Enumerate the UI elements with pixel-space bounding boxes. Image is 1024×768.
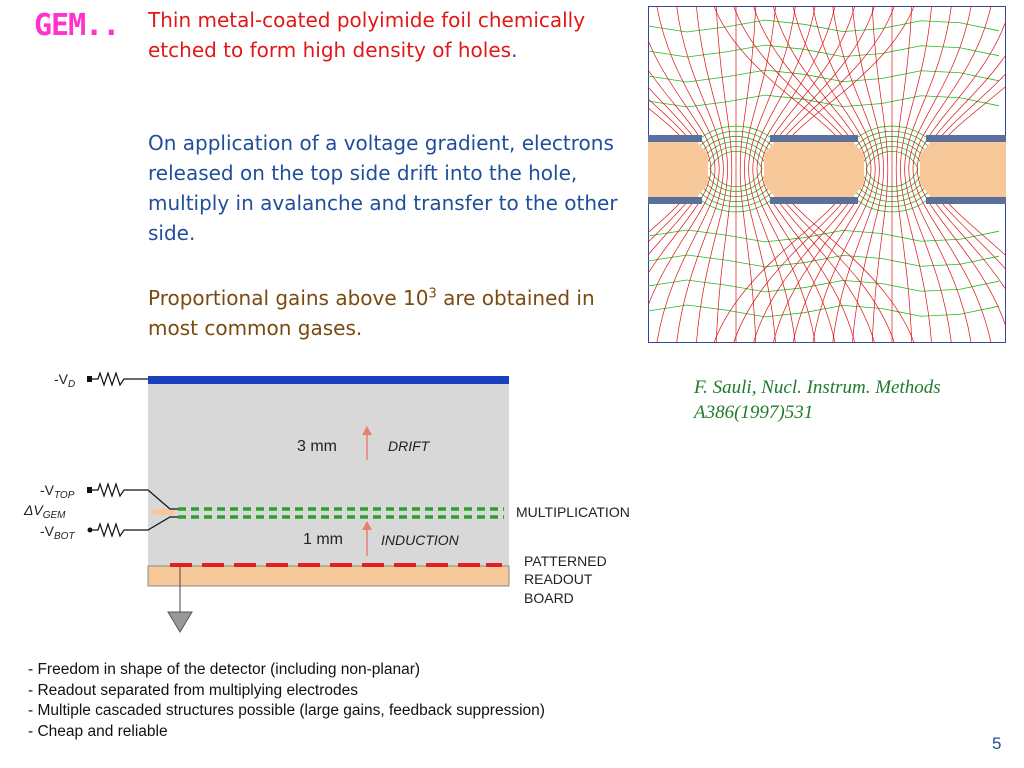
paragraph-foil-period: . [511,38,518,62]
multiplication-label: MULTIPLICATION [516,504,630,520]
feature-list: - Freedom in shape of the detector (incl… [28,660,545,742]
list-item: - Readout separated from multiplying ele… [28,681,358,699]
citation-line-2: A386(1997)531 [694,402,814,423]
readout-board [147,565,510,587]
list-item: - Multiple cascaded structures possible … [28,702,545,719]
induction-arrow-icon [362,521,372,556]
vd-label: -VD [54,371,75,390]
drift-electrode [148,376,509,384]
vbot-label: -VBOT [40,523,75,542]
gains-text-b: are obtained in most common gases. [148,286,595,340]
vtop-label: -VTOP [40,482,75,501]
ground-icon [167,567,193,633]
dvgem-label: ΔVGEM [23,502,66,521]
paragraph-gains: Proportional gains above 103 are obtaine… [148,283,628,343]
list-item: - Freedom in shape of the detector (incl… [28,661,421,678]
gains-exponent: 3 [428,286,437,302]
induction-gap-label: 1 mm [303,531,343,548]
paragraph-voltage: On application of a voltage gradient, el… [148,131,618,245]
paragraph-foil: Thin metal-coated polyimide foil chemica… [148,5,628,65]
drift-label: DRIFT [388,438,431,454]
gains-text-a: Proportional gains above 10 [148,286,429,310]
vd-resistor [92,371,148,387]
gas-volume [148,380,509,567]
readout-label-2: READOUT [524,571,593,587]
drift-gap-label: 3 mm [297,438,337,455]
slide-title: GEM.. [34,8,120,43]
citation: F. Sauli, Nucl. Instrum. Methods A386(19… [694,375,941,425]
citation-line-1: F. Sauli, Nucl. Instrum. Methods [694,377,941,398]
readout-strips [170,563,502,567]
readout-label-3: BOARD [524,590,574,606]
drift-arrow-icon [362,426,372,460]
gem-detector-schematic: -VD -VTOP ΔVGEM -VBOT 3 mm DRIFT 1 mm IN… [23,371,630,633]
readout-label-1: PATTERNED [524,553,607,569]
paragraph-foil-text: Thin metal-coated polyimide foil chemica… [148,8,586,62]
induction-label: INDUCTION [381,532,460,548]
field-simulation-image [648,6,1006,343]
page-number: 5 [992,734,1002,753]
vtop-resistor [92,482,178,510]
vbot-resistor [92,516,178,538]
list-item: - Cheap and reliable [28,722,168,740]
